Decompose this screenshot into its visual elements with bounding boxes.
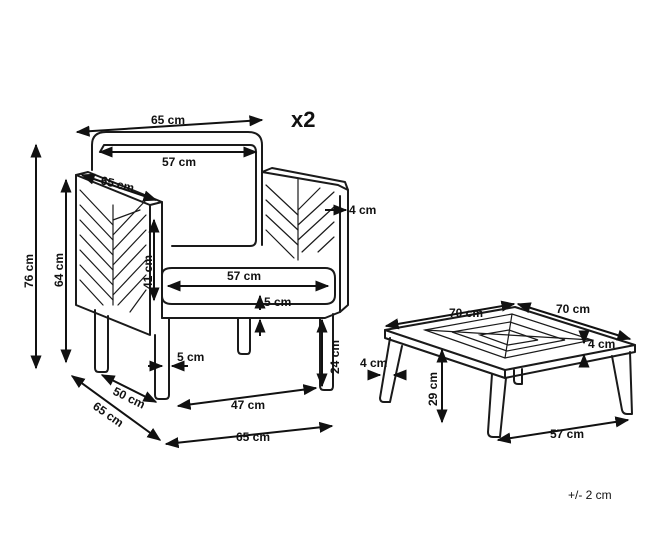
chair-armrest-thickness-label: 4 cm [349,203,376,217]
armchair-drawing [75,131,349,400]
chair-base-depth-label: 65 cm [90,399,126,430]
coffee-table-drawing [379,306,636,438]
chair-backrest-width-label: 57 cm [162,155,196,169]
table-leg-span-label: 57 cm [550,427,584,441]
chair-seat-width-label: 57 cm [227,269,261,283]
quantity-label: x2 [291,107,315,132]
table-dimensions [367,300,632,444]
table-top-width-label: 70 cm [556,302,590,316]
chair-top-width-label: 65 cm [151,113,185,127]
chair-backrest-height-label: 41 cm [141,255,155,289]
tolerance-note: +/- 2 cm [568,488,612,502]
chair-dimensions [30,115,348,449]
chair-armrest-height-label: 64 cm [52,253,66,287]
chair-cushion-thickness-label: 5 cm [264,295,291,309]
chair-total-height-label: 76 cm [22,254,36,288]
table-leg-thickness-label: 4 cm [360,356,387,370]
chair-leg-spacing-label: 47 cm [231,398,265,412]
chair-seat-height-label: 24 cm [328,340,342,374]
chair-base-width-label: 65 cm [236,430,270,444]
table-top-thickness-label: 4 cm [588,337,615,351]
table-top-depth-label: 70 cm [449,306,483,320]
table-height-label: 29 cm [426,372,440,406]
chair-leg-thickness-label: 5 cm [177,350,204,364]
